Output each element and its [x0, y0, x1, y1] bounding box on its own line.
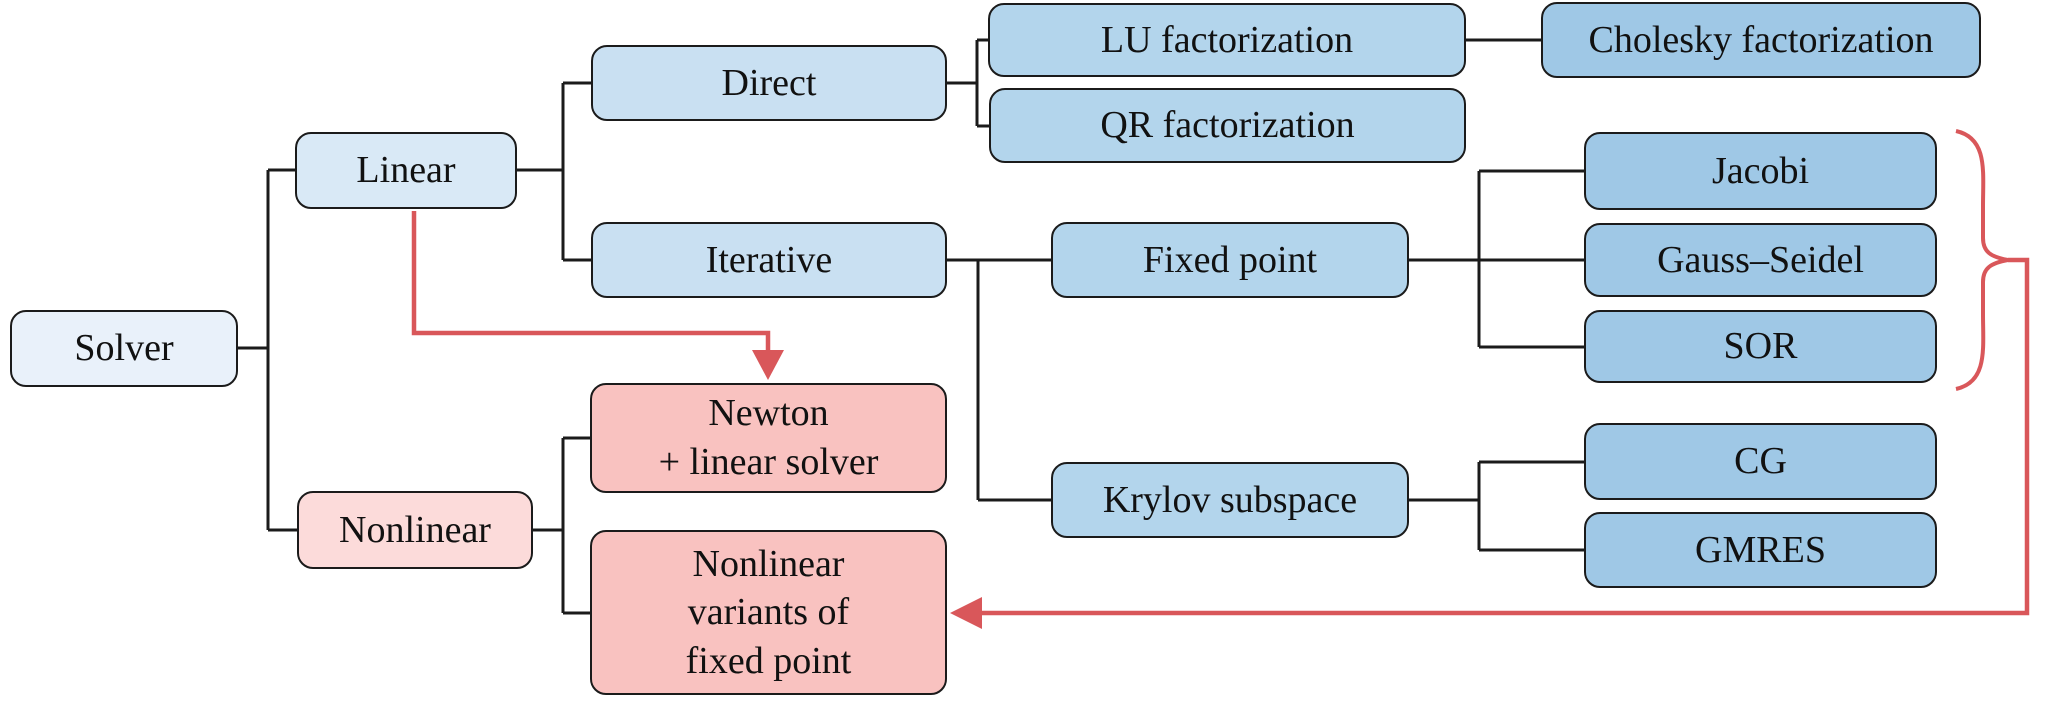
stationary-methods-brace-arrow [950, 129, 2030, 629]
node-linear: Linear [295, 132, 517, 209]
node-nonlinear: Nonlinear [297, 491, 533, 569]
node-iterative: Iterative [591, 222, 947, 298]
node-newton-linear-solver: Newton + linear solver [590, 383, 947, 493]
node-gauss-seidel: Gauss–Seidel [1584, 223, 1937, 297]
node-qr-factorization: QR factorization [989, 88, 1466, 163]
node-solver: Solver [10, 310, 238, 387]
node-fixed-point: Fixed point [1051, 222, 1409, 298]
node-lu-factorization: LU factorization [988, 3, 1466, 77]
node-jacobi: Jacobi [1584, 132, 1937, 210]
tree-connectors [238, 38, 1584, 615]
arrowhead-left-icon [950, 597, 982, 629]
node-krylov-subspace: Krylov subspace [1051, 462, 1409, 538]
arrowhead-down-icon [752, 350, 784, 380]
node-cholesky-factorization: Cholesky factorization [1541, 2, 1981, 78]
node-sor: SOR [1584, 310, 1937, 383]
curly-brace-icon [1955, 129, 2009, 391]
node-cg: CG [1584, 423, 1937, 500]
node-nonlinear-variants-fixed-point: Nonlinear variants of fixed point [590, 530, 947, 695]
node-direct: Direct [591, 45, 947, 121]
linear-to-newton-arrow [411, 211, 784, 380]
node-gmres: GMRES [1584, 512, 1937, 588]
